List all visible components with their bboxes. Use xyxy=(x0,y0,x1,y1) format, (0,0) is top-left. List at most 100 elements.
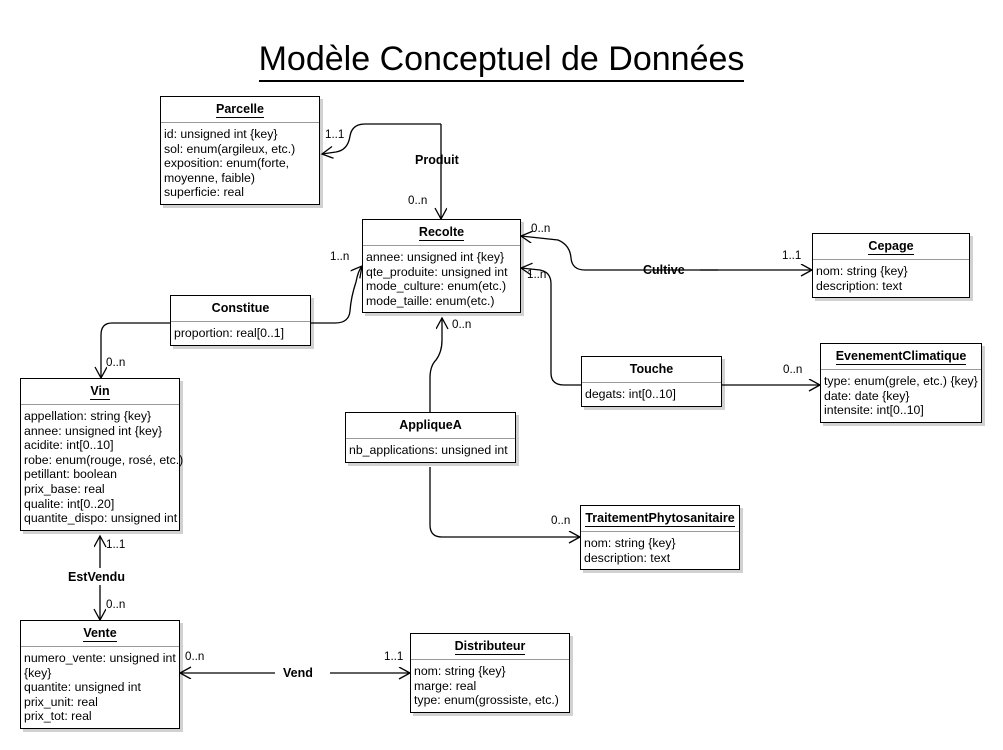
entity-attributes: appellation: string {key} annee: unsigne… xyxy=(21,405,184,530)
association-label-vend: Vend xyxy=(283,666,313,680)
entity-attributes: type: enum(grele, etc.) {key} date: date… xyxy=(821,370,981,422)
entity-appliquea[interactable]: AppliqueA nb_applications: unsigned int xyxy=(345,412,516,463)
entity-header: Distributeur xyxy=(411,634,569,660)
multiplicity-cultive-cepage: 1..1 xyxy=(782,249,802,262)
entity-vin[interactable]: Vin appellation: string {key} annee: uns… xyxy=(20,378,184,531)
attribute-row: qte_produite: unsigned int xyxy=(366,264,508,279)
entity-attributes: degats: int[0..10] xyxy=(582,383,721,406)
multiplicity-estvendu-vente: 0..n xyxy=(106,598,126,611)
entity-name: Constitue xyxy=(211,301,270,315)
connector-produit-parcelle xyxy=(322,123,441,154)
entity-header: Touche xyxy=(582,357,721,383)
connector-constitue-vin xyxy=(101,322,170,378)
entity-name: Cepage xyxy=(868,239,914,255)
attribute-row: annee: unsigned int {key} xyxy=(366,250,505,264)
entity-header: Constitue xyxy=(171,296,310,322)
multiplicity-vend-vente: 0..n xyxy=(185,650,205,663)
attribute-row: quantite: unsigned int xyxy=(24,680,141,695)
entity-attributes: nom: string {key} marge: real type: enum… xyxy=(411,660,569,712)
multiplicity-constitue-vin: 0..n xyxy=(106,356,126,369)
attribute-row: marge: real xyxy=(414,678,477,693)
entity-attributes: annee: unsigned int {key} qte_produite: … xyxy=(363,246,520,312)
entity-traitementphytosanitaire[interactable]: TraitementPhytosanitaire nom: string {ke… xyxy=(580,505,740,571)
attribute-row: nb_applications: unsigned int xyxy=(349,443,508,457)
connector-touche-recolte xyxy=(521,268,581,386)
attribute-row: nom: string {key} xyxy=(414,664,506,678)
entity-attributes: proportion: real[0..1] xyxy=(171,322,310,345)
entity-name: Parcelle xyxy=(216,102,264,118)
entity-name: AppliqueA xyxy=(399,418,462,432)
entity-parcelle[interactable]: Parcelle id: unsigned int {key} sol: enu… xyxy=(160,96,320,205)
page-title-text: Modèle Conceptuel de Données xyxy=(258,40,745,82)
connector-cultive-recolte xyxy=(521,236,718,271)
multiplicity-appliquea-recolte: 0..n xyxy=(452,318,472,331)
association-label-estvendu: EstVendu xyxy=(68,570,125,584)
attribute-row: description: text xyxy=(584,550,671,565)
multiplicity-appliquea-traitement: 0..n xyxy=(551,514,571,527)
attribute-row: annee: unsigned int {key} xyxy=(24,423,163,438)
attribute-row: intensite: int[0..10] xyxy=(824,403,924,418)
multiplicity-constitue-recolte: 1..n xyxy=(330,250,350,263)
attribute-row: description: text xyxy=(816,278,903,293)
entity-name: Recolte xyxy=(418,225,465,241)
entity-name: Vente xyxy=(83,626,117,642)
entity-distributeur[interactable]: Distributeur nom: string {key} marge: re… xyxy=(410,633,570,713)
entity-attributes: id: unsigned int {key} sol: enum(argileu… xyxy=(161,123,319,204)
entity-name: Distributeur xyxy=(454,639,526,655)
entity-header: TraitementPhytosanitaire xyxy=(581,506,739,532)
entity-constitue[interactable]: Constitue proportion: real[0..1] xyxy=(170,295,311,346)
connector-constitue-recolte xyxy=(311,266,362,324)
entity-vente[interactable]: Vente numero_vente: unsigned int {key} q… xyxy=(20,620,180,729)
multiplicity-cultive-recolte: 0..n xyxy=(531,222,551,235)
attribute-row: moyenne, faible) xyxy=(164,170,255,185)
entity-cepage[interactable]: Cepage nom: string {key} description: te… xyxy=(812,233,970,299)
entity-attributes: numero_vente: unsigned int {key} quantit… xyxy=(21,647,179,728)
connector-appliquea-recolte xyxy=(429,318,442,412)
entity-attributes: nb_applications: unsigned int xyxy=(346,439,515,462)
multiplicity-produit-recolte: 0..n xyxy=(408,194,428,207)
attribute-row: superficie: real xyxy=(164,185,244,200)
entity-attributes: nom: string {key} description: text xyxy=(581,532,739,569)
multiplicity-produit-parcelle: 1..1 xyxy=(325,128,345,141)
attribute-row: qualite: int[0..20] xyxy=(24,496,115,511)
attribute-row: mode_culture: enum(etc.) xyxy=(366,279,507,294)
entity-recolte[interactable]: Recolte annee: unsigned int {key} qte_pr… xyxy=(362,219,521,314)
attribute-row: sol: enum(argileux, etc.) xyxy=(164,141,296,156)
entity-name: TraitementPhytosanitaire xyxy=(585,511,735,527)
multiplicity-touche-recolte: 1..n xyxy=(527,268,547,281)
multiplicity-estvendu-vin: 1..1 xyxy=(106,538,126,551)
entity-header: Parcelle xyxy=(161,97,319,123)
entity-header: Cepage xyxy=(813,234,969,260)
attribute-row: degats: int[0..10] xyxy=(585,387,676,401)
entity-header: Vin xyxy=(21,379,179,405)
attribute-row: numero_vente: unsigned int xyxy=(24,651,176,665)
entity-name: Vin xyxy=(90,384,110,400)
connector-appliquea-traitement xyxy=(429,467,580,537)
attribute-row: nom: string {key} xyxy=(584,536,676,550)
attribute-row: quantite_dispo: unsigned int xyxy=(24,511,178,526)
entity-name: Touche xyxy=(629,362,674,376)
multiplicity-vend-distributeur: 1..1 xyxy=(384,650,404,663)
attribute-row: type: enum(grele, etc.) {key} xyxy=(824,374,978,388)
entity-evenementclimatique[interactable]: EvenementClimatique type: enum(grele, et… xyxy=(820,343,982,423)
association-label-cultive: Cultive xyxy=(643,263,685,277)
attribute-row: proportion: real[0..1] xyxy=(174,326,285,340)
attribute-row: appellation: string {key} xyxy=(24,409,152,423)
attribute-row: acidite: int[0..10] xyxy=(24,438,114,453)
attribute-row: petillant: boolean xyxy=(24,467,117,482)
attribute-row: nom: string {key} xyxy=(816,264,908,278)
attribute-row: exposition: enum(forte, xyxy=(164,156,290,171)
entity-touche[interactable]: Touche degats: int[0..10] xyxy=(581,356,722,407)
page-title: Modèle Conceptuel de Données xyxy=(0,40,1003,82)
attribute-row: id: unsigned int {key} xyxy=(164,127,278,141)
entity-attributes: nom: string {key} description: text xyxy=(813,260,969,297)
attribute-row: date: date {key} xyxy=(824,388,910,403)
entity-header: AppliqueA xyxy=(346,413,515,439)
association-label-produit: Produit xyxy=(415,153,459,167)
attribute-row: prix_unit: real xyxy=(24,694,98,709)
attribute-row: robe: enum(rouge, rosé, etc.) xyxy=(24,452,184,467)
entity-header: EvenementClimatique xyxy=(821,344,981,370)
entity-header: Vente xyxy=(21,621,179,647)
